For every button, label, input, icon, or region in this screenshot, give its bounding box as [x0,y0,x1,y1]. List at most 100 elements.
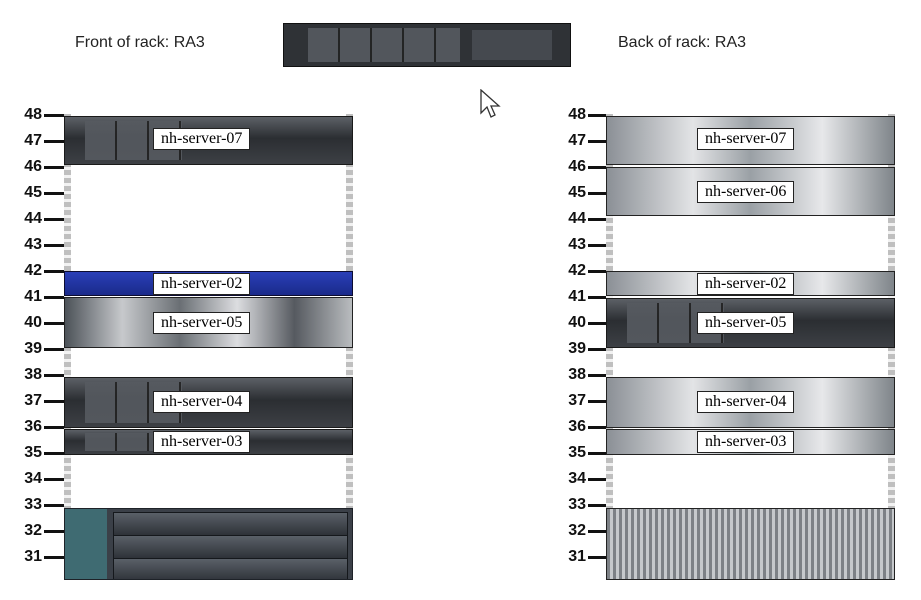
blade-chassis[interactable] [64,508,353,580]
rack-unit-label: 41 [568,288,586,305]
rack-unit-label: 43 [568,236,586,253]
rack-unit-tick [588,374,606,377]
rack-unit-label: 47 [568,132,586,149]
rack-unit-label: 48 [24,106,42,123]
rack-unit-label: 39 [568,340,586,357]
device-label: nh-server-04 [153,391,251,413]
rack-unit-label: 47 [24,132,42,149]
device-label: nh-server-05 [697,312,795,334]
rack-unit-label: 31 [24,548,42,565]
front-rack-title: Front of rack: RA3 [75,34,205,51]
rack-unit-label: 37 [568,392,586,409]
rack-unit-tick [588,426,606,429]
rack-unit-tick [44,504,64,507]
rack-unit-label: 42 [24,262,42,279]
device-label: nh-server-03 [697,431,795,453]
device-label: nh-server-02 [153,273,251,295]
rack-unit-label: 46 [568,158,586,175]
rack-unit-tick [588,452,606,455]
rack-unit-label: 37 [24,392,42,409]
rack-unit-tick [44,530,64,533]
rack-unit-label: 36 [24,418,42,435]
rack-unit-tick [44,374,64,377]
rack-unit-tick [588,478,606,481]
rack-unit-tick [588,140,606,143]
device-nh-server-03[interactable]: nh-server-03 [64,429,353,455]
rack-unit-tick [44,140,64,143]
device-nh-server-07[interactable]: nh-server-07 [606,116,895,165]
rack-unit-label: 45 [568,184,586,201]
rack-unit-label: 34 [24,470,42,487]
rack-unit-label: 35 [24,444,42,461]
device-nh-server-06[interactable]: nh-server-06 [606,167,895,216]
device-nh-server-05[interactable]: nh-server-05 [606,298,895,348]
rack-unit-label: 39 [24,340,42,357]
rack-unit-tick [588,244,606,247]
rack-unit-label: 33 [568,496,586,513]
rack-unit-tick [44,426,64,429]
rack-unit-tick [44,244,64,247]
device-label: nh-server-03 [153,431,251,453]
mouse-pointer-icon [480,89,501,118]
rack-unit-tick [588,192,606,195]
device-nh-server-07[interactable]: nh-server-07 [64,116,353,165]
rack-unit-label: 43 [24,236,42,253]
rack-unit-tick [588,166,606,169]
rack-unit-label: 35 [568,444,586,461]
rack-unit-tick [588,504,606,507]
rack-unit-tick [44,218,64,221]
rack-unit-label: 40 [24,314,42,331]
rack-unit-label: 40 [568,314,586,331]
device-nh-server-04[interactable]: nh-server-04 [606,377,895,428]
blade-slot [113,535,348,559]
rack-unit-tick [588,296,606,299]
device-label: nh-server-07 [697,128,795,150]
rack-unit-tick [588,114,606,117]
rack-unit-label: 44 [568,210,586,227]
rack-unit-tick [44,322,64,325]
device-label: nh-server-05 [153,312,251,334]
rack-unit-tick [588,218,606,221]
rack-unit-tick [44,114,64,117]
rack-unit-tick [588,400,606,403]
device-nh-server-02[interactable]: nh-server-02 [606,271,895,296]
rack-unit-label: 33 [24,496,42,513]
rack-unit-label: 36 [568,418,586,435]
device-nh-server-03[interactable]: nh-server-03 [606,429,895,455]
rack-unit-label: 48 [568,106,586,123]
rack-unit-tick [44,452,64,455]
rack-unit-label: 32 [568,522,586,539]
device-label: nh-server-04 [697,391,795,413]
device-label: nh-server-02 [697,273,795,295]
device-nh-server-02[interactable]: nh-server-02 [64,271,353,296]
rack-unit-label: 46 [24,158,42,175]
rack-unit-tick [588,530,606,533]
rack-unit-label: 44 [24,210,42,227]
device-label: nh-server-06 [697,181,795,203]
rack-unit-tick [44,400,64,403]
rack-unit-label: 41 [24,288,42,305]
rack-unit-tick [44,348,64,351]
rack-unit-tick [44,270,64,273]
blade-chassis-back[interactable] [606,508,895,580]
device-nh-server-05[interactable]: nh-server-05 [64,297,353,348]
rack-unit-tick [588,556,606,559]
rack-unit-label: 32 [24,522,42,539]
rack-unit-tick [44,478,64,481]
rack-unit-tick [588,270,606,273]
rack-unit-tick [44,296,64,299]
selected-device-preview [283,23,571,67]
rack-unit-label: 38 [24,366,42,383]
rack-unit-tick [44,192,64,195]
blade-slot [113,558,348,579]
blade-slot [113,512,348,536]
rack-unit-tick [588,322,606,325]
rack-unit-label: 31 [568,548,586,565]
rack-unit-label: 42 [568,262,586,279]
rack-unit-label: 45 [24,184,42,201]
chassis-panel [65,509,107,579]
device-nh-server-04[interactable]: nh-server-04 [64,377,353,428]
rack-unit-label: 34 [568,470,586,487]
device-label: nh-server-07 [153,128,251,150]
rack-unit-tick [588,348,606,351]
